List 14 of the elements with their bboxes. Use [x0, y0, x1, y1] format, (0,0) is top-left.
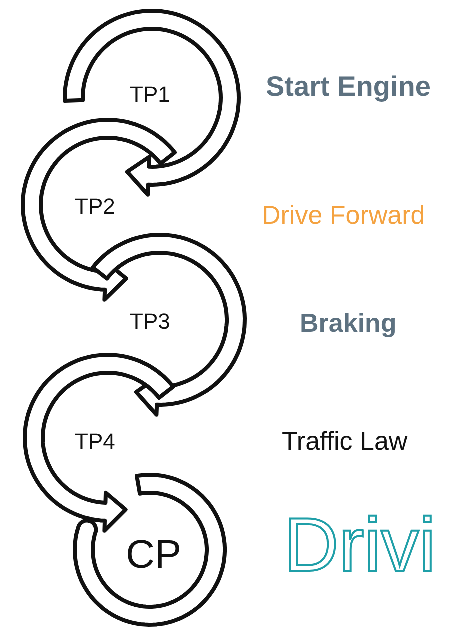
node-label: TP4 [75, 428, 116, 456]
step-label: Braking [300, 307, 397, 340]
curved-arrow [21, 118, 177, 302]
curved-arrow [91, 233, 247, 417]
node-label: TP3 [130, 308, 170, 336]
step-label: Drive Forward [262, 199, 426, 232]
node-label: TP1 [130, 81, 170, 109]
curved-arrow [23, 353, 176, 533]
step-label: Traffic Law [282, 425, 408, 458]
node-label: CP [126, 532, 182, 579]
node-label: TP2 [75, 193, 116, 221]
step-label: Start Engine [266, 70, 431, 104]
curved-arrow [63, 9, 241, 197]
outlined-heading: Drivi [284, 508, 436, 584]
